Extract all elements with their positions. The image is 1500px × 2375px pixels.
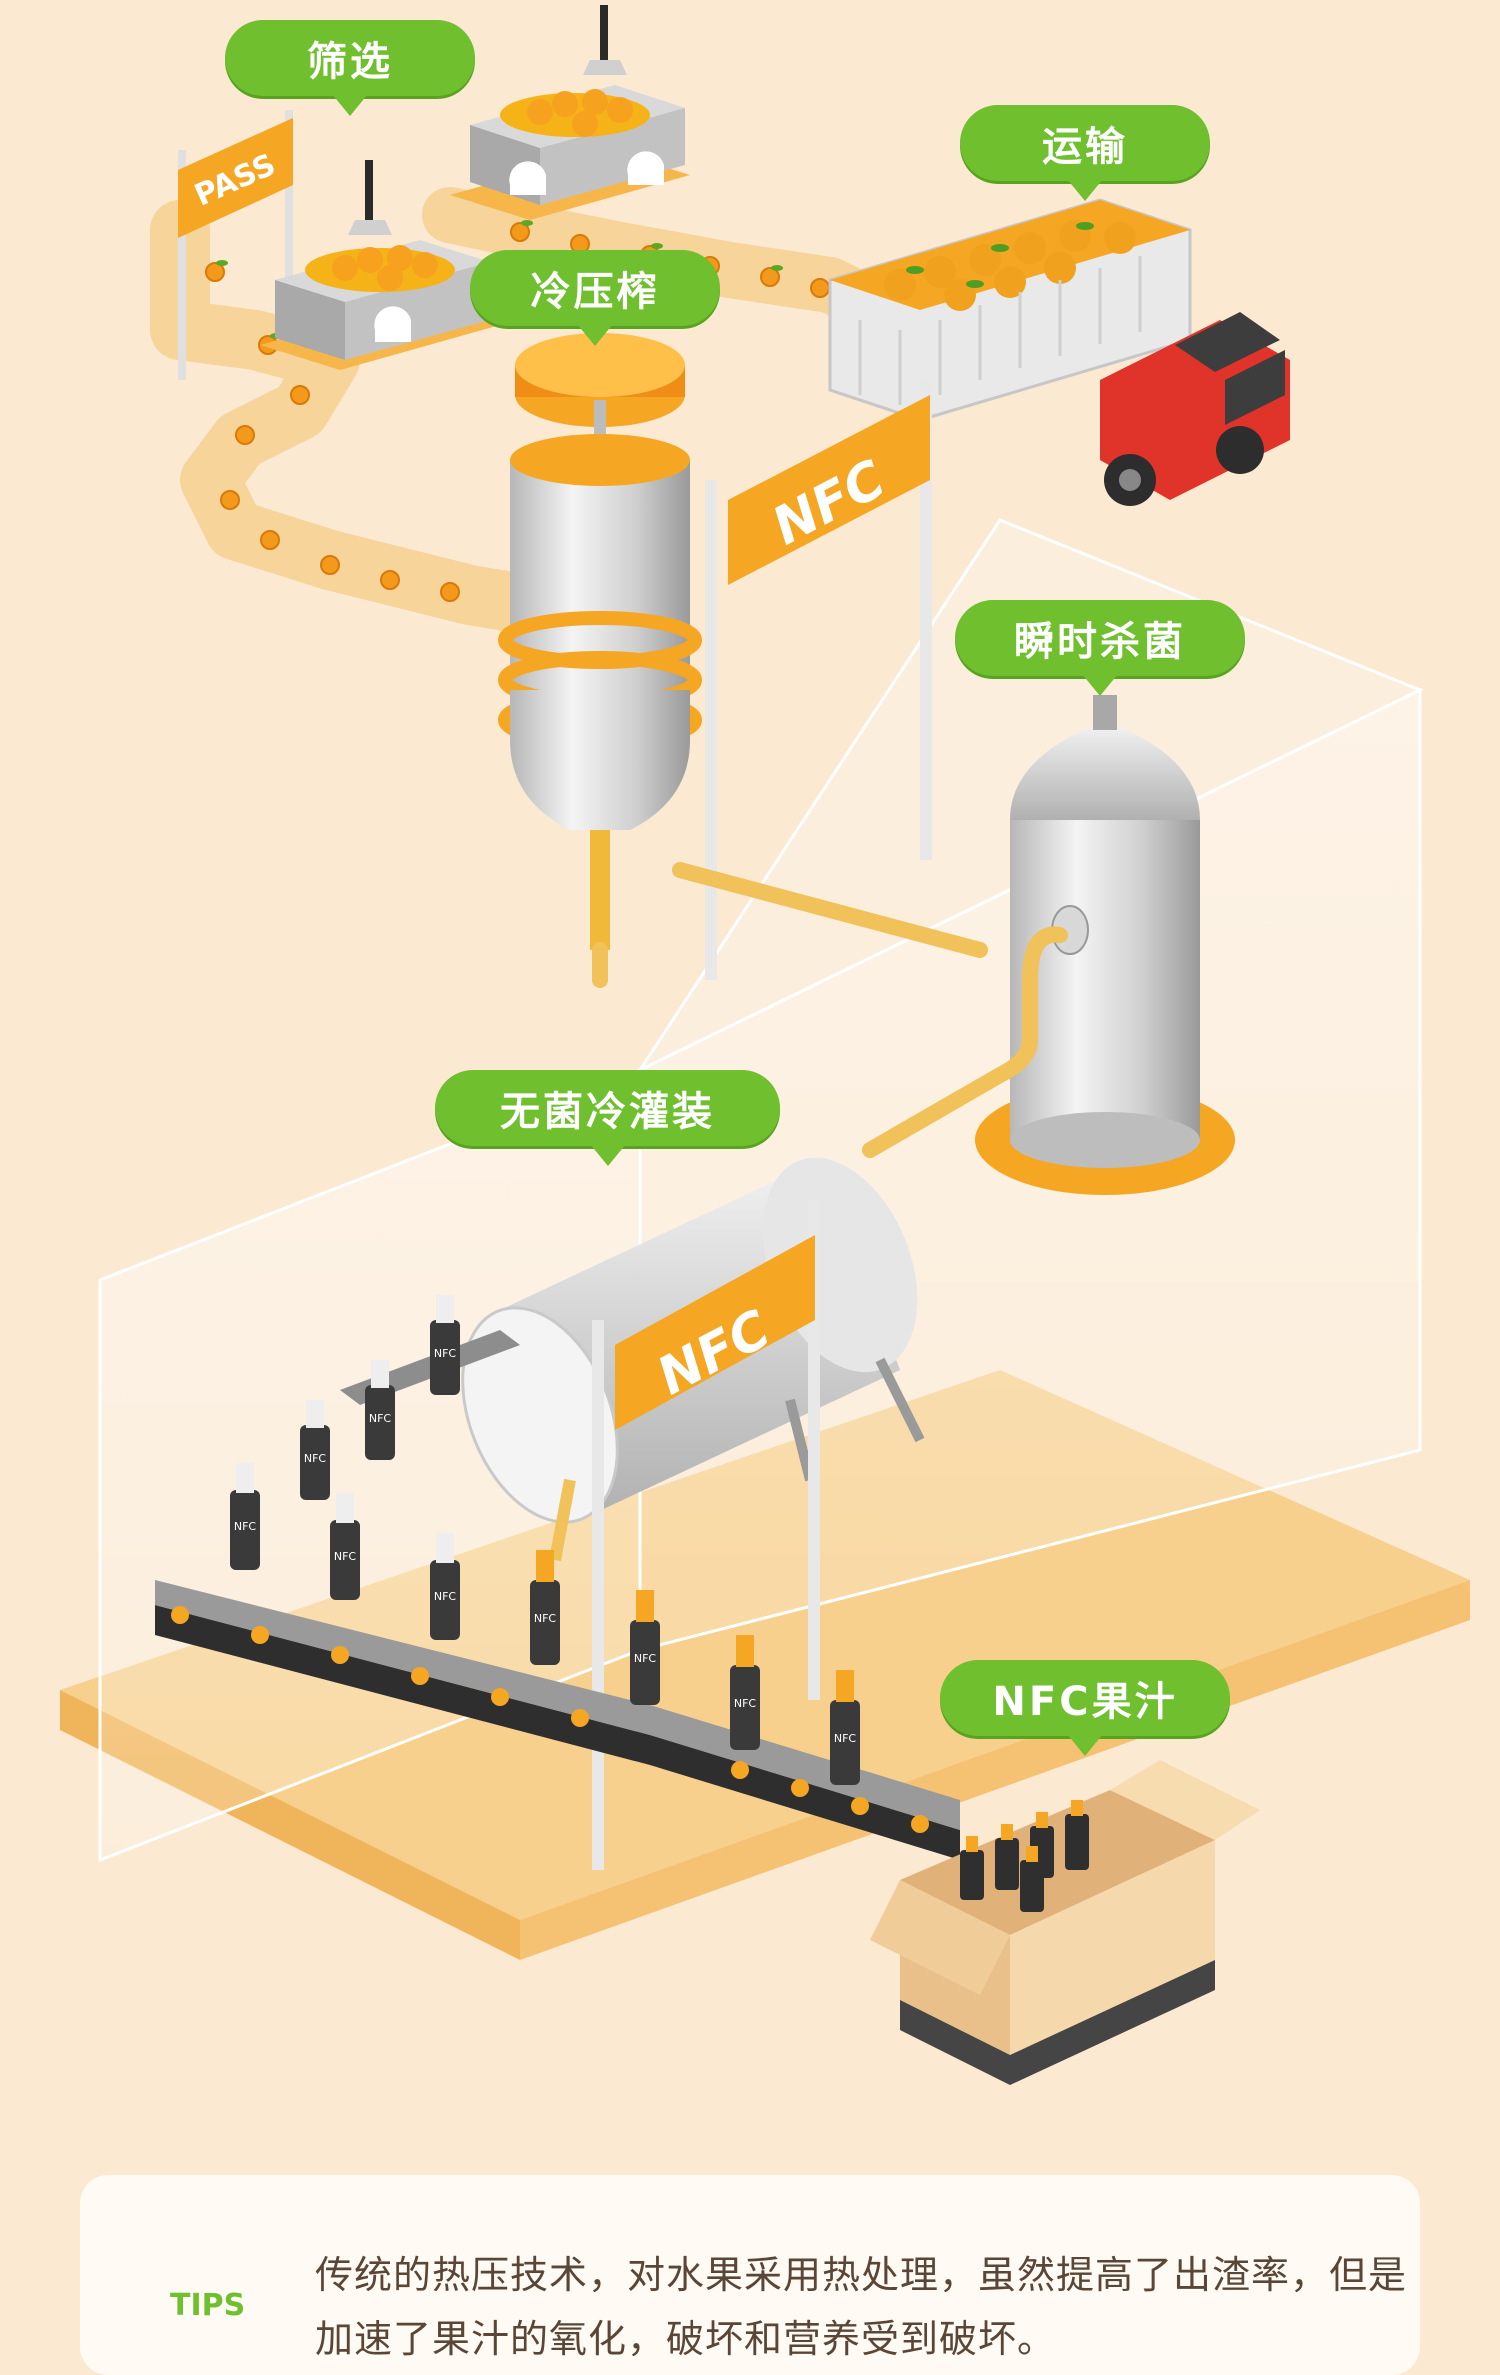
empty-bottle: NFC	[430, 1295, 460, 1395]
cold-press-machine	[498, 333, 702, 950]
bottle-label: NFC	[434, 1590, 457, 1603]
tips-text: 传统的热压技术，对水果采用热处理，虽然提高了出渣率，但是加速了果汁的氧化，破坏和…	[315, 2253, 1408, 2361]
empty-bottle: NFC	[330, 1493, 360, 1600]
filled-bottle: NFC	[830, 1670, 860, 1785]
step-label-flash-sterilize: 瞬时杀菌	[955, 600, 1245, 696]
filled-bottle: NFC	[530, 1550, 560, 1665]
bottle-label: NFC	[304, 1452, 327, 1465]
step-label-aseptic-fill: 无菌冷灌装	[435, 1070, 780, 1166]
step-label-screening: 筛选	[225, 20, 475, 116]
nfc-production-diagram: PASS	[60, 5, 1470, 2322]
nfc-gate-upper: NFC	[705, 380, 932, 980]
empty-bottle: NFC	[230, 1463, 260, 1570]
tips-card: 传统的热压技术，对水果采用热处理，虽然提高了出渣率，但是加速了果汁的氧化，破坏和…	[80, 2175, 1420, 2375]
bottle-label: NFC	[234, 1520, 257, 1533]
bottle-label: NFC	[334, 1550, 357, 1563]
bottle-label: NFC	[634, 1652, 657, 1665]
juice-pipes	[592, 862, 1068, 1158]
empty-bottle: NFC	[365, 1360, 395, 1460]
flash-sterilizer-tank	[975, 695, 1235, 1195]
transport-truck	[828, 198, 1290, 506]
bottle-label: NFC	[734, 1697, 757, 1710]
empty-bottle: NFC	[430, 1533, 460, 1640]
bottle-label: NFC	[369, 1412, 392, 1425]
step-label-cold-press: 冷压榨	[470, 250, 720, 346]
empty-bottle: NFC	[300, 1400, 330, 1500]
bottle-label: NFC	[534, 1612, 557, 1625]
step-label-transport: 运输	[960, 105, 1210, 201]
screening-machine-upper	[450, 5, 690, 220]
screening-machine-lower	[260, 160, 500, 370]
filled-bottle: NFC	[730, 1635, 760, 1750]
tips-badge: TIPS	[170, 2288, 246, 2323]
step-label-nfc-juice: NFC果汁	[940, 1660, 1230, 1756]
bottle-label: NFC	[434, 1347, 457, 1360]
filled-bottle: NFC	[630, 1590, 660, 1705]
juice-box	[870, 1760, 1260, 2085]
bottle-label: NFC	[834, 1732, 857, 1745]
juice-bottles: NFC NFC NFC NFC NFC NFC NFC NFC	[230, 1295, 860, 1785]
